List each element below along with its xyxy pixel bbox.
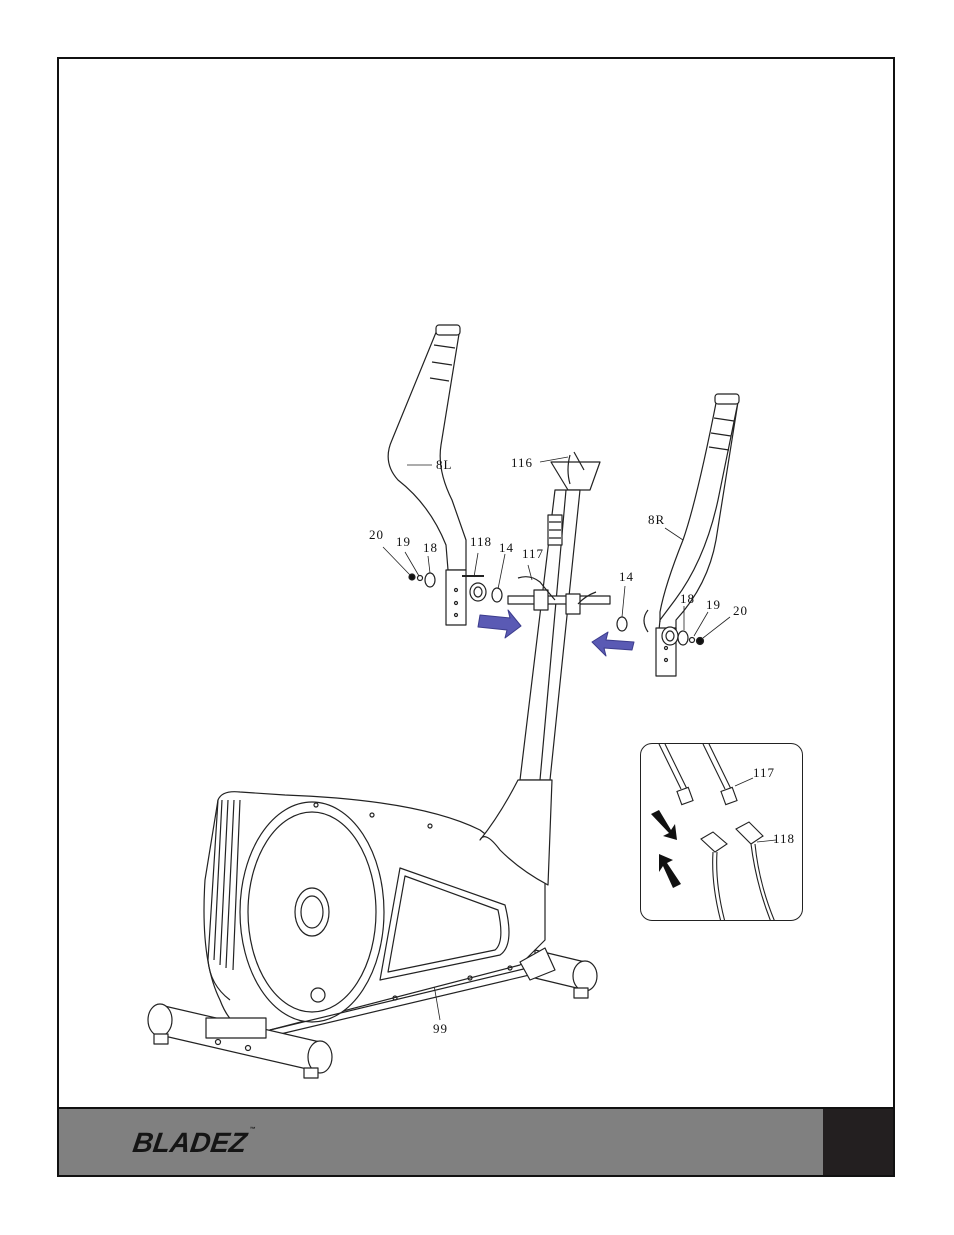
inset-callout-117: 117 bbox=[753, 765, 776, 780]
footer-bar: BLADEZ™ bbox=[59, 1107, 893, 1175]
callout-8L: 8L bbox=[436, 457, 453, 472]
callout-18-left: 18 bbox=[423, 540, 438, 555]
callout-19-right: 19 bbox=[706, 597, 721, 612]
callout-19-left: 19 bbox=[396, 534, 411, 549]
callout-20-right: 20 bbox=[733, 603, 748, 618]
upright-post bbox=[507, 451, 611, 781]
brand-trademark: ™ bbox=[248, 1127, 256, 1133]
callout-14-left: 14 bbox=[499, 540, 514, 555]
direction-arrows bbox=[477, 609, 635, 657]
fasteners-left bbox=[408, 572, 503, 603]
rear-stabilizer bbox=[519, 947, 598, 999]
page-number-block bbox=[823, 1109, 893, 1175]
callout-99: 99 bbox=[433, 1021, 448, 1036]
page-frame bbox=[57, 57, 895, 1177]
callout-20-left: 20 bbox=[369, 527, 384, 542]
arrow-up-icon bbox=[659, 854, 681, 888]
brand-name: BLADEZ bbox=[130, 1127, 249, 1158]
base-frame-99 bbox=[269, 964, 543, 1037]
handlebar-8R bbox=[655, 393, 740, 677]
flywheel-housing bbox=[203, 779, 553, 1033]
front-stabilizer bbox=[147, 1003, 333, 1079]
callout-14-right: 14 bbox=[619, 569, 634, 584]
arrow-down-icon bbox=[651, 810, 677, 840]
fasteners-right bbox=[616, 609, 705, 646]
inset-callout-118: 118 bbox=[773, 831, 796, 846]
connector-detail-drawing bbox=[651, 744, 777, 920]
callout-18-right: 18 bbox=[680, 591, 695, 606]
connector-detail-inset: 117 118 bbox=[640, 743, 803, 921]
callout-116: 116 bbox=[511, 455, 534, 470]
brand-logo: BLADEZ™ bbox=[131, 1127, 256, 1159]
callout-117: 117 bbox=[522, 546, 545, 561]
callout-8R: 8R bbox=[648, 512, 666, 527]
handlebar-8L bbox=[387, 324, 467, 626]
callout-118: 118 bbox=[470, 534, 493, 549]
